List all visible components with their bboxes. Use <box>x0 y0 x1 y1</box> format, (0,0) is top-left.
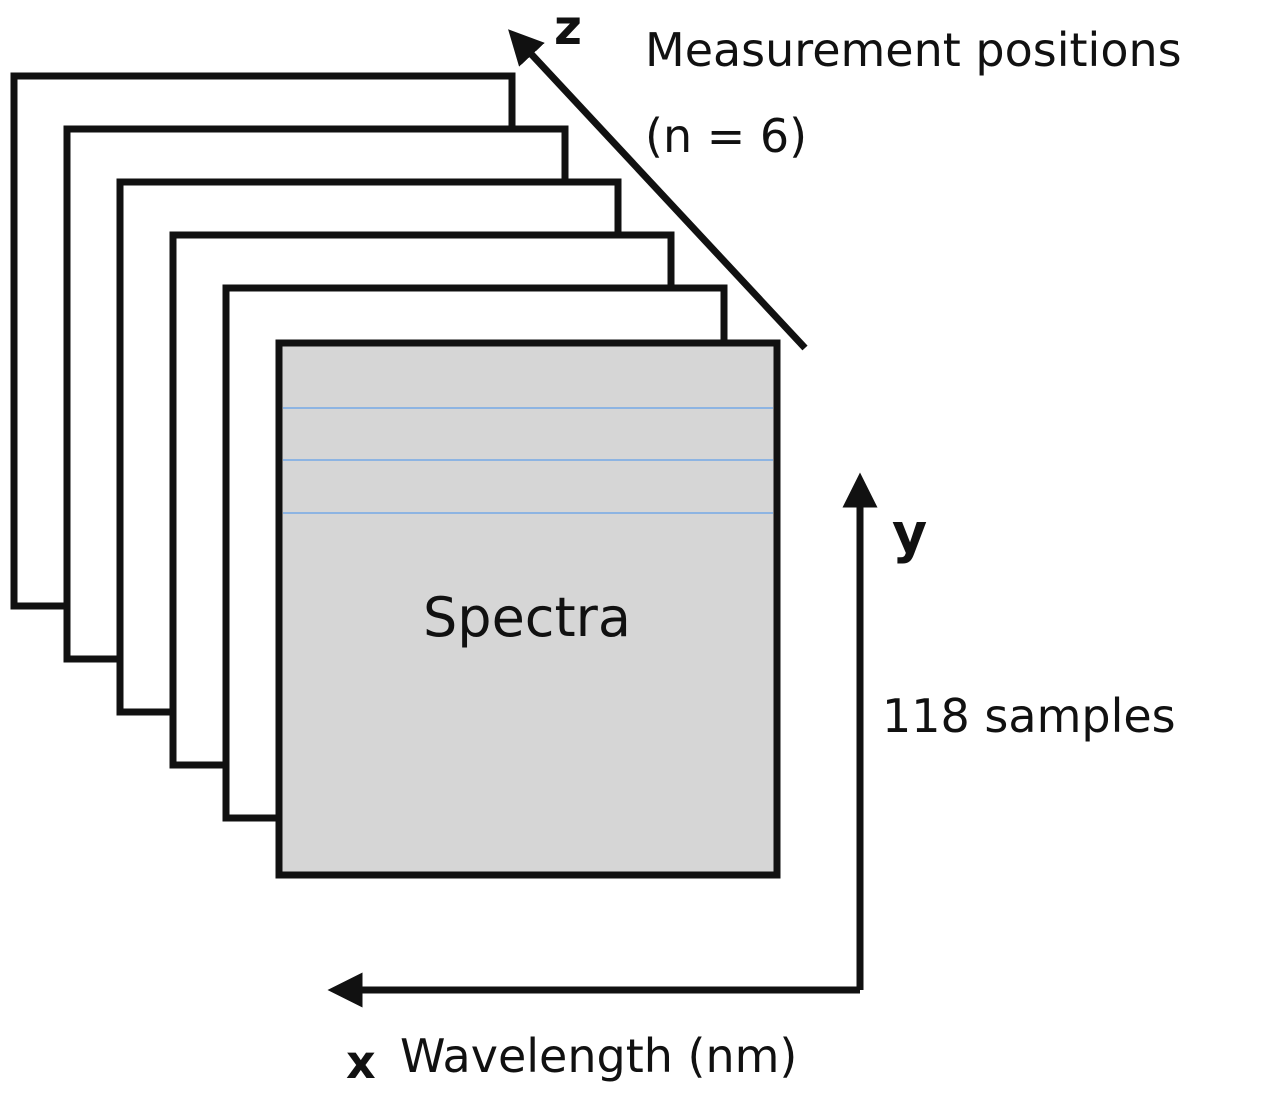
y-axis-letter: y <box>892 502 927 565</box>
x-axis-letter: x <box>346 1035 376 1089</box>
y-axis-label: 118 samples <box>882 689 1176 743</box>
spectra-label: Spectra <box>423 586 631 649</box>
z-axis-label-line2: (n = 6) <box>645 109 807 163</box>
spectra-panel <box>275 339 781 879</box>
z-axis-letter: z <box>554 0 582 56</box>
z-axis-label-line1: Measurement positions <box>645 23 1182 77</box>
spectrum-lines <box>283 407 773 514</box>
x-axis-label: Wavelength (nm) <box>400 1029 797 1083</box>
z-axis-arrow <box>508 29 808 351</box>
